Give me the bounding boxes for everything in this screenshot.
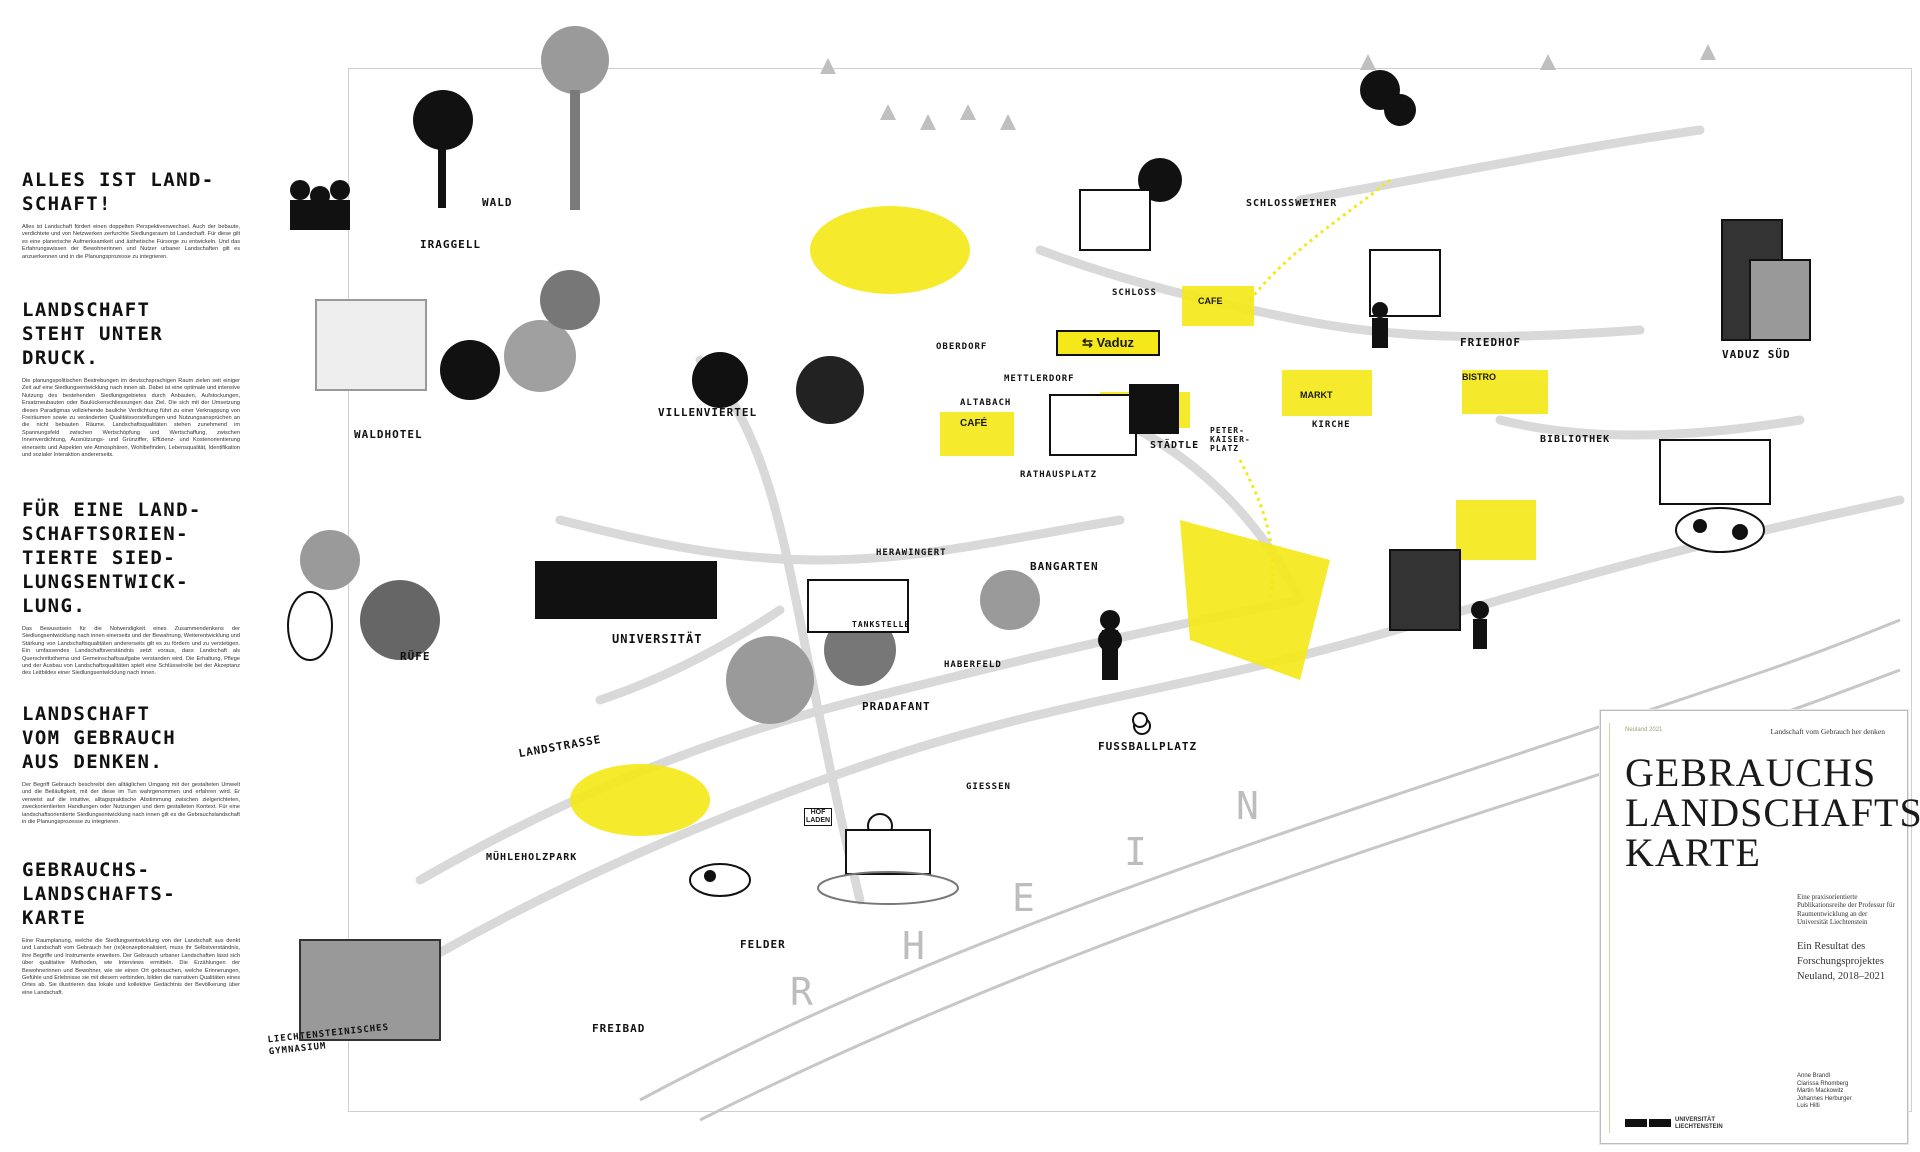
text-column: ALLES IST LAND- SCHAFT! Alles ist Landsc… <box>22 0 240 1152</box>
section-title: FÜR EINE LAND- SCHAFTSORIEN- TIERTE SIED… <box>22 499 202 617</box>
label-giessen: GIESSEN <box>966 782 1011 792</box>
label-mettlerdorf: METTLERDORF <box>1004 374 1075 384</box>
map-frame <box>348 68 1912 1112</box>
cover-result-line-1: Ein Resultat des <box>1797 941 1866 952</box>
river-letter-h: H <box>902 924 927 968</box>
cover-authors: Anne Brandl Clarissa Rhomberg Martin Mac… <box>1797 1073 1897 1111</box>
hofladen-sign: HOF LADEN <box>804 808 832 826</box>
author: Luis Hilti <box>1797 1103 1820 1110</box>
section-body: Das Bewusstsein für die Notwendigkeit ei… <box>22 626 240 677</box>
university-logo-icon <box>1625 1119 1671 1127</box>
label-pradafant: PRADAFANT <box>862 700 931 713</box>
cover-rule <box>1609 723 1610 1133</box>
author: Anne Brandl <box>1797 1073 1831 1079</box>
football-player <box>1098 628 1148 728</box>
cover-result-line-3: Neuland, 2018–2021 <box>1797 971 1886 982</box>
arrows-icon: ⇆ <box>1081 335 1097 350</box>
label-fussballplatz: FUSSBALLPLATZ <box>1098 740 1198 753</box>
label-universitat: UNIVERSITÄT <box>612 632 703 646</box>
section-vom-gebrauch-aus-denken: LANDSCHAFT VOM GEBRAUCH AUS DENKEN. Der … <box>22 702 240 826</box>
label-felder: FELDER <box>740 938 786 951</box>
cover-title: GEBRAUCHS LANDSCHAFTS KARTE <box>1625 750 1920 875</box>
cover-subtitle: Landschaft vom Gebrauch her denken <box>1770 727 1885 736</box>
author: Clarissa Rhomberg <box>1797 1080 1849 1087</box>
label-schlossweiher: SCHLOSSWEIHER <box>1246 198 1338 209</box>
label-villenviertel: VILLENVIERTEL <box>658 406 758 419</box>
label-wald: WALD <box>482 196 513 209</box>
cover-title-line-2: LANDSCHAFTS <box>1625 790 1920 835</box>
label-rufe: RÜFE <box>400 650 431 663</box>
label-kirche: KIRCHE <box>1312 420 1351 430</box>
cover-result: Ein Resultat des Forschungsprojektes Neu… <box>1797 939 1897 984</box>
label-vaduz-sud: VADUZ SÜD <box>1722 348 1791 361</box>
river-letter-e: E <box>1012 876 1037 920</box>
publication-cover: Neuland 2021 Landschaft vom Gebrauch her… <box>1600 710 1920 1144</box>
markt-sign: MARKT <box>1300 390 1333 400</box>
label-rathausplatz: RATHAUSPLATZ <box>1020 470 1098 480</box>
river-letter-i: I <box>1124 830 1149 874</box>
vaduz-sign: ⇆ Vaduz <box>1056 330 1160 356</box>
section-gebrauchslandschaftskarte: GEBRAUCHS- LANDSCHAFTS- KARTE Eine Raump… <box>22 858 240 997</box>
label-haberfeld: HABERFELD <box>944 660 1002 670</box>
bathtub <box>817 829 959 905</box>
author: Johannes Herburger <box>1797 1095 1852 1102</box>
buildings <box>299 189 1811 1041</box>
label-peter-kaiser-platz: PETER- KAISER- PLATZ <box>1210 426 1251 453</box>
section-title: LANDSCHAFT STEHT UNTER DRUCK. <box>22 299 164 369</box>
university-name-line-2: LIECHTENSTEIN <box>1675 1123 1723 1130</box>
label-bibliothek: BIBLIOTHEK <box>1540 434 1611 445</box>
cafe-sign-1: CAFE <box>1198 296 1223 306</box>
label-stadtle: STÄDTLE <box>1150 440 1200 451</box>
bistro-sign: BISTRO <box>1462 372 1497 382</box>
river-rhein <box>639 618 1901 1122</box>
section-title: LANDSCHAFT VOM GEBRAUCH AUS DENKEN. <box>22 703 177 773</box>
trees <box>300 26 1416 724</box>
label-tankstelle: TANKSTELLE <box>852 620 911 629</box>
section-landschaft-unter-druck: LANDSCHAFT STEHT UNTER DRUCK. Die planun… <box>22 298 240 459</box>
cover-title-line-3: KARTE <box>1625 830 1761 875</box>
label-iraggell: IRAGGELL <box>420 238 481 251</box>
section-title: GEBRAUCHS- LANDSCHAFTS- KARTE <box>22 859 177 929</box>
section-body: Der Begriff Gebrauch beschreibt den allt… <box>22 782 240 826</box>
people <box>290 180 1489 839</box>
section-alles-ist-landschaft: ALLES IST LAND- SCHAFT! Alles ist Landsc… <box>22 168 240 261</box>
university-name-line-1: UNIVERSITÄT <box>1675 1117 1716 1123</box>
label-freibad: FREIBAD <box>592 1022 646 1035</box>
river-letter-r: R <box>790 970 815 1014</box>
cover-description: Eine praxisorientierte Publikationsreihe… <box>1797 893 1895 927</box>
section-body: Alles ist Landschaft fördert einen doppe… <box>22 224 240 260</box>
label-friedhof: FRIEDHOF <box>1460 336 1521 349</box>
cover-title-line-1: GEBRAUCHS <box>1625 750 1877 795</box>
cafe-sign-2: CAFÉ <box>960 418 988 429</box>
university-name: UNIVERSITÄT LIECHTENSTEIN <box>1675 1117 1723 1130</box>
label-oberdorf: OBERDORF <box>936 342 988 352</box>
animals <box>287 507 1765 897</box>
section-body: Die planungspolitischen Bestrebungen im … <box>22 378 240 459</box>
yellow-highlights <box>570 206 1548 836</box>
label-herawingert: HERAWINGERT <box>876 548 947 558</box>
cover-series: Neuland 2021 <box>1625 727 1663 733</box>
vaduz-label: Vaduz <box>1096 335 1135 350</box>
section-title: ALLES IST LAND- SCHAFT! <box>22 169 215 215</box>
label-schloss: SCHLOSS <box>1112 288 1157 298</box>
label-altabach: ALTABACH <box>960 398 1012 408</box>
author: Martin Mackowitz <box>1797 1088 1844 1095</box>
section-landschaftsorientierte-siedlungsentwicklung: FÜR EINE LAND- SCHAFTSORIEN- TIERTE SIED… <box>22 498 240 678</box>
yellow-trail <box>1238 178 1391 601</box>
cover-result-line-2: Forschungsprojektes <box>1797 956 1884 967</box>
label-bangarten: BANGARTEN <box>1030 560 1099 573</box>
roads <box>355 125 1905 1005</box>
label-waldhotel: WALDHOTEL <box>354 428 423 441</box>
river-letter-n: N <box>1236 784 1261 828</box>
section-body: Eine Raumplanung, welche die Siedlungsen… <box>22 938 240 996</box>
label-muhleholzpark: MÜHLEHOLZPARK <box>486 852 578 863</box>
conifer-icons <box>820 44 1716 130</box>
